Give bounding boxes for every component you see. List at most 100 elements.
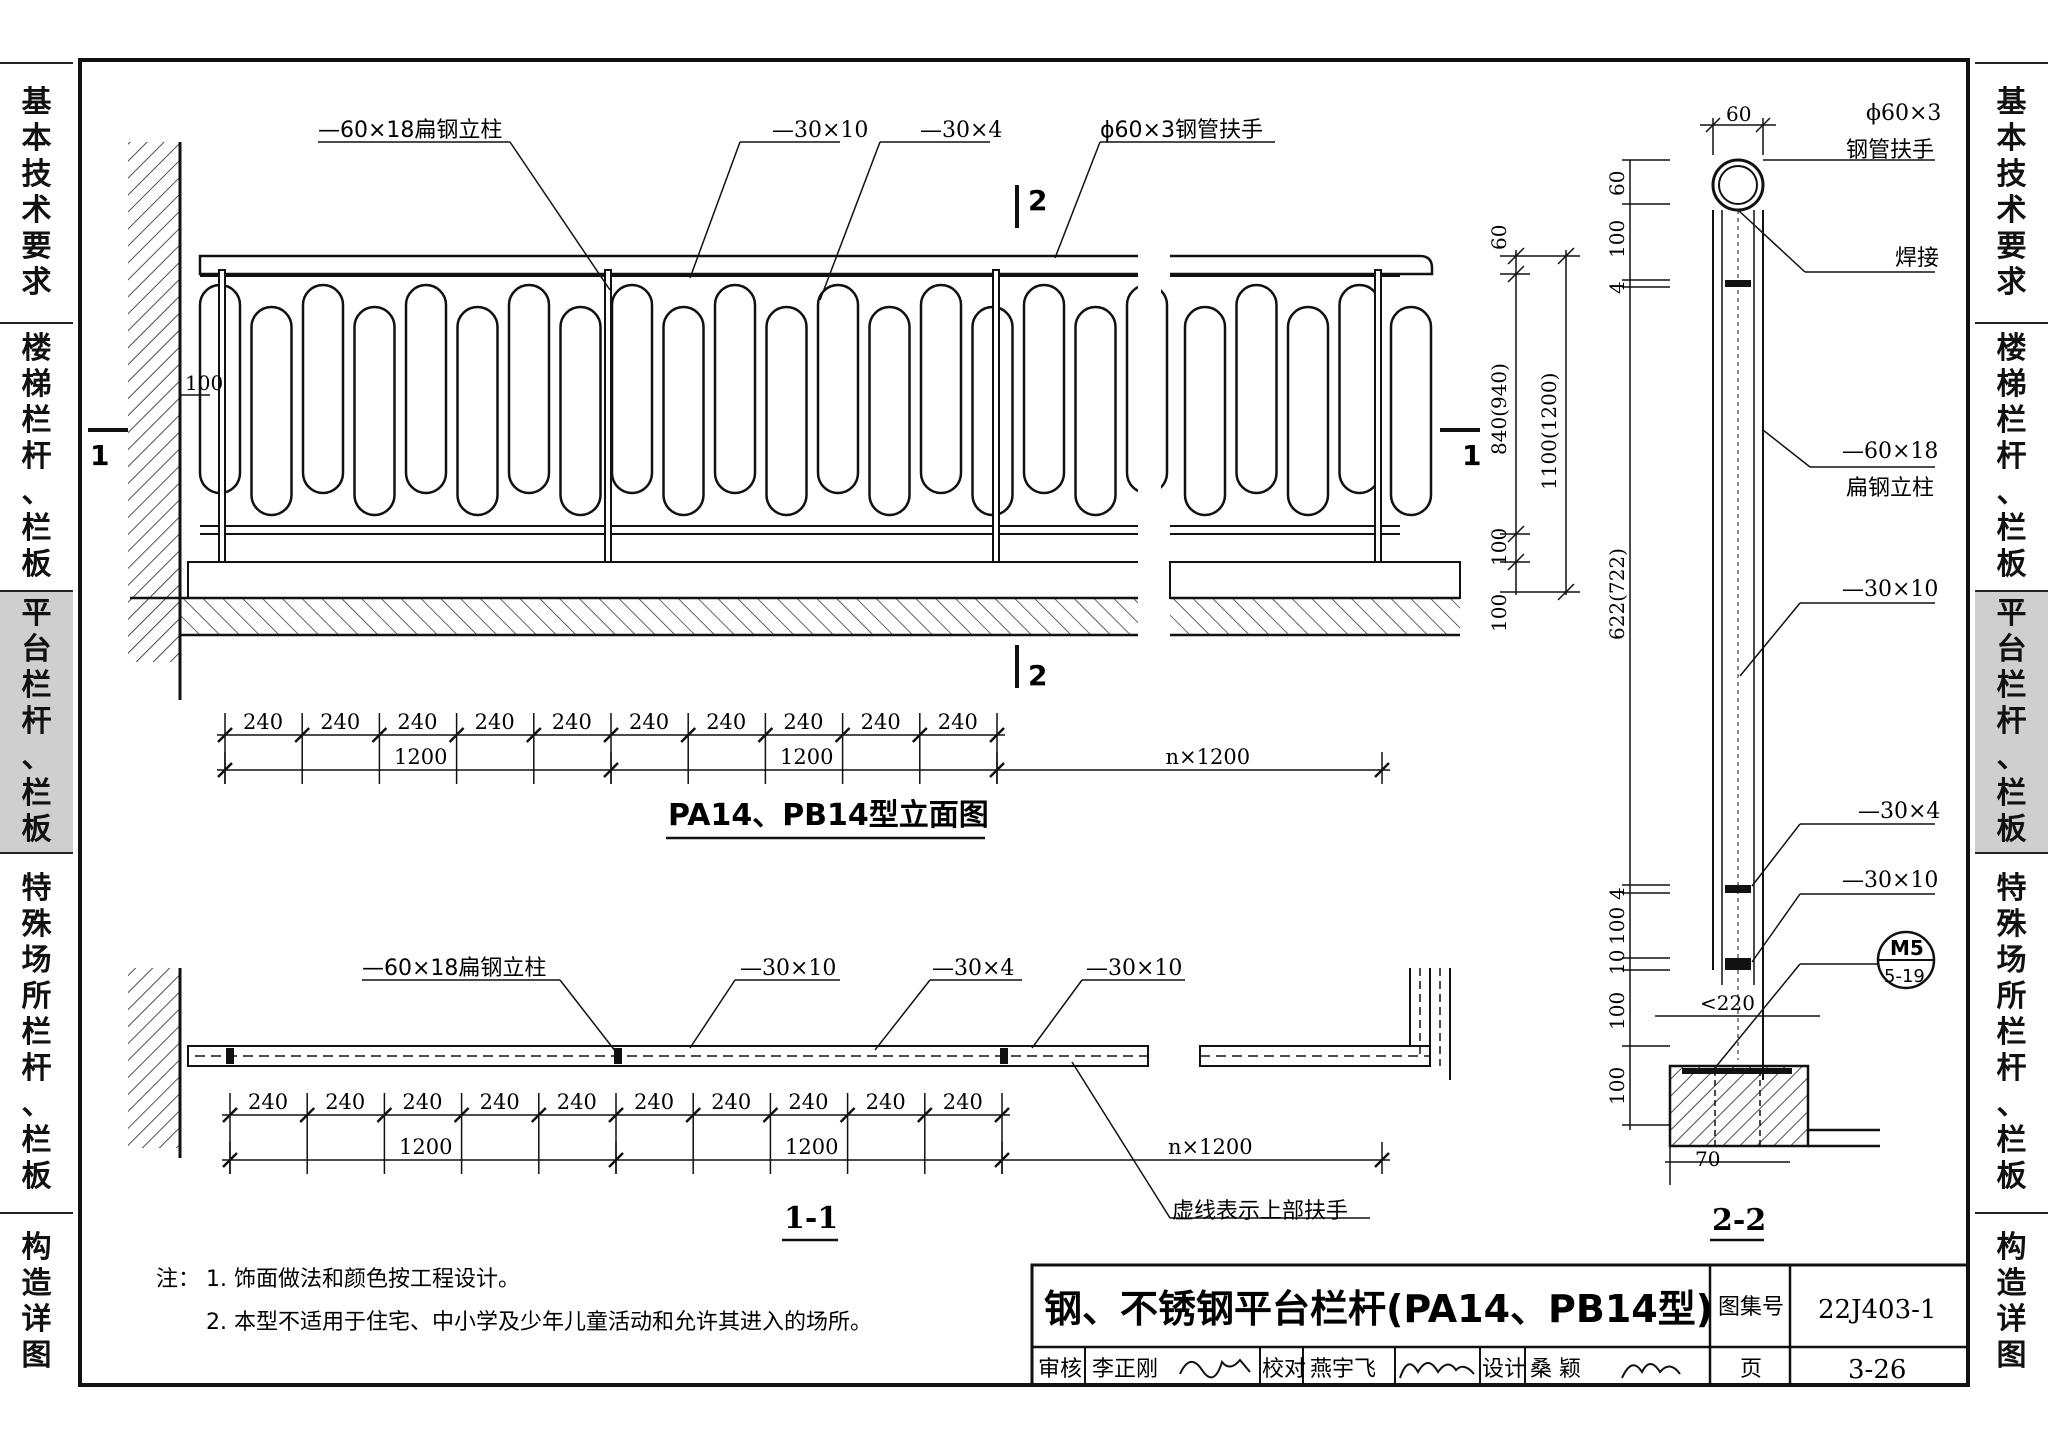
sec-label-weld: 焊接 bbox=[1895, 246, 1939, 271]
tab-char: 殊 bbox=[1996, 907, 2027, 942]
infill-loop bbox=[1074, 305, 1117, 517]
tab-char: 杆 bbox=[1996, 1051, 2027, 1086]
tab-stair-railings[interactable]: 楼梯栏杆、栏板 bbox=[0, 324, 73, 592]
designer-name: 桑 颖 bbox=[1530, 1357, 1581, 1382]
label-bar-30x10: —30×10 bbox=[772, 118, 868, 143]
tab-char: 详 bbox=[21, 1302, 52, 1337]
tab-char: 栏 bbox=[1996, 1015, 2027, 1050]
plan-label-post: —60×18扁钢立柱 bbox=[362, 956, 546, 981]
tab-char: 特 bbox=[21, 871, 52, 906]
infill-loop bbox=[816, 283, 860, 495]
tab-char: 本 bbox=[21, 121, 52, 156]
dim-spacing: 240 bbox=[402, 1090, 442, 1114]
reviewer-name: 李正刚 bbox=[1092, 1357, 1158, 1382]
infill-loop bbox=[507, 283, 551, 495]
tab-char: 栏 bbox=[1996, 403, 2027, 438]
dim-spacing: 240 bbox=[711, 1090, 751, 1114]
plan-label-bar-30x4: —30×4 bbox=[932, 956, 1014, 981]
tab-char: 、 bbox=[21, 475, 52, 510]
sec-label-bar-30x4: —30×4 bbox=[1858, 799, 1940, 824]
tab-construction-details[interactable]: 构造详图 bbox=[0, 1214, 73, 1390]
tab-char: 所 bbox=[1996, 979, 2027, 1014]
infill-loop bbox=[610, 283, 654, 495]
infill-loop bbox=[1235, 283, 1278, 495]
tab-basic-requirements[interactable]: 基本技术要求 bbox=[1975, 64, 2048, 324]
posts bbox=[218, 269, 1382, 563]
tab-special-railings[interactable]: 特殊场所栏杆、栏板 bbox=[0, 854, 73, 1214]
sec-label-post-1: —60×18 bbox=[1842, 439, 1938, 464]
tab-char: 、 bbox=[1996, 740, 2027, 775]
tab-char: 造 bbox=[1996, 1266, 2027, 1301]
infill-loop bbox=[765, 305, 808, 517]
dim-module: 1200 bbox=[399, 1135, 452, 1159]
tab-char: 造 bbox=[21, 1266, 52, 1301]
tab-char: 构 bbox=[1996, 1230, 2027, 1265]
tab-char: 平 bbox=[1996, 596, 2027, 631]
tab-char: 杆 bbox=[21, 704, 52, 739]
tab-char: 栏 bbox=[21, 511, 52, 546]
flat-steel-post bbox=[218, 269, 226, 563]
tab-construction-details[interactable]: 构造详图 bbox=[1975, 1214, 2048, 1390]
tab-char: 栏 bbox=[21, 776, 52, 811]
dim-module: 1200 bbox=[785, 1135, 838, 1159]
review-label: 审核 bbox=[1038, 1357, 1082, 1382]
section-mark-2-top: 2 bbox=[1028, 184, 1047, 217]
tab-char: 所 bbox=[21, 979, 52, 1014]
tab-char: 殊 bbox=[21, 907, 52, 942]
handrail-section bbox=[1711, 158, 1765, 212]
tab-char: 杆 bbox=[1996, 439, 2027, 474]
label-bar-30x4: —30×4 bbox=[920, 118, 1002, 143]
tab-char: 、 bbox=[1996, 475, 2027, 510]
dim-spacing: 240 bbox=[938, 710, 978, 734]
tab-char: 栏 bbox=[1996, 1123, 2027, 1158]
tab-char: 台 bbox=[1996, 632, 2027, 667]
dim-spacing: 240 bbox=[861, 710, 901, 734]
tab-char: 杆 bbox=[21, 439, 52, 474]
tab-char: 求 bbox=[21, 265, 52, 300]
check-label: 校对 bbox=[1262, 1357, 1306, 1382]
tab-char: 技 bbox=[21, 157, 52, 192]
tab-char: 栏 bbox=[21, 403, 52, 438]
dim-spacing: 240 bbox=[943, 1090, 983, 1114]
tab-char: 台 bbox=[21, 632, 52, 667]
tab-char: 栏 bbox=[1996, 776, 2027, 811]
plan-label-bar-30x10b: —30×10 bbox=[1086, 956, 1182, 981]
vdim-1100: 1100(1200) bbox=[1537, 373, 1561, 490]
tab-char: 板 bbox=[21, 812, 52, 847]
page-label: 页 bbox=[1740, 1357, 1762, 1382]
infill-loop bbox=[868, 305, 911, 517]
dim-spacing: 240 bbox=[557, 1090, 597, 1114]
tab-platform-railings[interactable]: 平台栏杆、栏板 bbox=[1975, 592, 2048, 854]
dim-spacing: 240 bbox=[248, 1090, 288, 1114]
tab-platform-railings[interactable]: 平台栏杆、栏板 bbox=[0, 592, 73, 854]
page-number: 3-26 bbox=[1848, 1355, 1906, 1385]
reviewer-signature bbox=[1179, 1358, 1251, 1379]
note-2: 2. 本型不适用于住宅、中小学及少年儿童活动和允许其进入的场所。 bbox=[206, 1310, 872, 1335]
sec-vdim-60: 60 bbox=[1605, 171, 1629, 196]
dim-spacing: 240 bbox=[629, 710, 669, 734]
dim-spacing: 240 bbox=[866, 1090, 906, 1114]
note-1: 1. 饰面做法和颜色按工程设计。 bbox=[206, 1267, 520, 1292]
dim-module: 1200 bbox=[394, 745, 447, 769]
atlas-number: 22J403-1 bbox=[1818, 1295, 1936, 1325]
tab-char: 栏 bbox=[1996, 668, 2027, 703]
notes-prefix: 注： bbox=[156, 1267, 200, 1292]
tab-char: 板 bbox=[21, 1159, 52, 1194]
plan-label-dashed: 虚线表示上部扶手 bbox=[1172, 1199, 1348, 1224]
tab-char: 场 bbox=[1996, 943, 2027, 978]
drawing-title: 钢、不锈钢平台栏杆(PA14、PB14型) bbox=[1044, 1287, 1713, 1331]
tab-char: 、 bbox=[1996, 1087, 2027, 1122]
tab-basic-requirements[interactable]: 基本技术要求 bbox=[0, 64, 73, 324]
tab-char: 杆 bbox=[1996, 704, 2027, 739]
infill-loop bbox=[353, 305, 396, 517]
dim-spacing: 240 bbox=[325, 1090, 365, 1114]
sec-vdim-100c: 100 bbox=[1605, 992, 1629, 1030]
sec-label-handrail-2: 钢管扶手 bbox=[1846, 138, 1934, 163]
tab-stair-railings[interactable]: 楼梯栏杆、栏板 bbox=[1975, 324, 2048, 592]
dim-wall-offset: 100 bbox=[185, 371, 223, 395]
flat-steel-post bbox=[604, 269, 612, 563]
tab-special-railings[interactable]: 特殊场所栏杆、栏板 bbox=[1975, 854, 2048, 1214]
infill-loop bbox=[1022, 283, 1066, 495]
tab-char: 详 bbox=[1996, 1302, 2027, 1337]
tab-char: 楼 bbox=[21, 331, 52, 366]
